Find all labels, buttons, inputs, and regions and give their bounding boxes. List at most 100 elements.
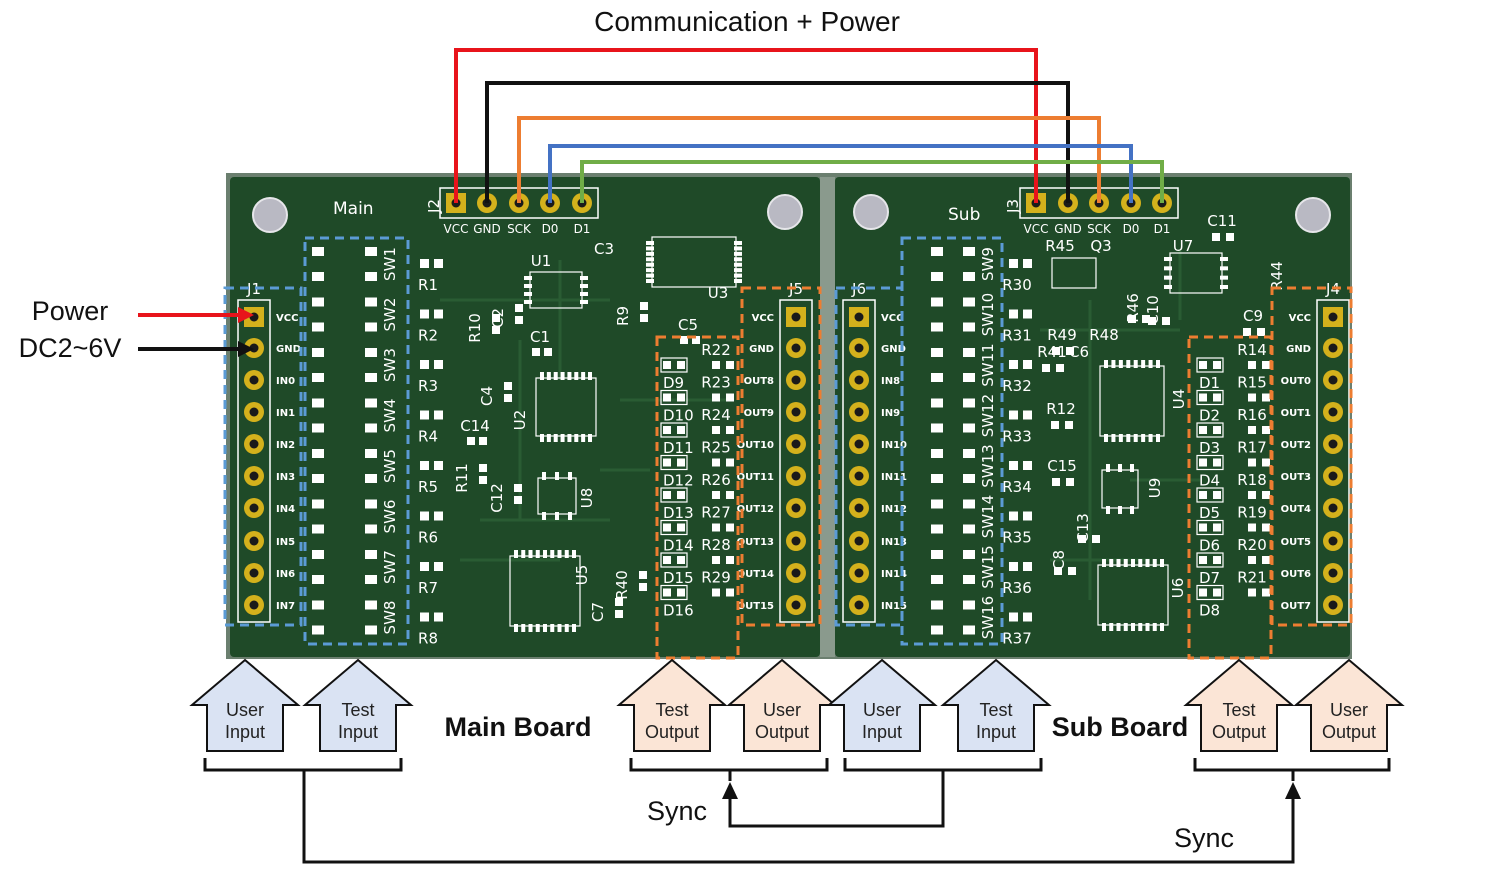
sub-part-pad [1212, 233, 1220, 241]
sub-ledres-pad [1262, 589, 1270, 597]
sub-switch-pad [931, 500, 943, 509]
j4-pad-hole [1329, 537, 1338, 546]
main-switch-pad [365, 373, 377, 382]
j6-pad-hole [855, 376, 864, 385]
ic-u4-pin [1156, 434, 1160, 442]
j5-pad-hole [792, 504, 801, 513]
main-led-pad [677, 556, 685, 564]
ic-u8-pin [568, 472, 572, 480]
sub-switch-pad [963, 373, 975, 382]
ic-u5-pin [565, 550, 569, 558]
sub-led-pad [1213, 524, 1221, 532]
ic-u3-pin [734, 274, 742, 278]
j3-pin-label: GND [1054, 222, 1082, 236]
sub-switch-pad [963, 323, 975, 332]
ic-u6-pin [1109, 623, 1113, 631]
sub-switch-pad [931, 323, 943, 332]
sub-ledres-label: R20 [1237, 536, 1267, 554]
ic-u4-pin [1119, 434, 1123, 442]
j5-pad-hole [792, 569, 801, 578]
sub-part-label: C6 [1069, 343, 1089, 361]
ic-u5-pin [550, 550, 554, 558]
j4-pin-label: OUT7 [1281, 601, 1311, 612]
j6-pad-hole [855, 313, 864, 322]
ic-u4-pin [1119, 360, 1123, 368]
main-part-label: R40 [613, 570, 631, 600]
ic-u7-pin [1220, 257, 1228, 261]
main-switch-pad [312, 323, 324, 332]
j1-pad-hole [250, 472, 259, 481]
sub-switch-pad [963, 575, 975, 584]
sub-res-pad [1023, 310, 1032, 319]
ic-u4-pin [1141, 360, 1145, 368]
arrow-label-line1: User [863, 700, 901, 720]
j5-pad-hole [792, 408, 801, 417]
main-led-pad [677, 459, 685, 467]
sub-res-pad [1009, 411, 1018, 420]
sub-res-pad [1023, 562, 1032, 571]
j1-pin-label: IN0 [276, 376, 295, 387]
sub-part-pad [1128, 315, 1136, 323]
main-ledres-label: R26 [701, 471, 731, 489]
sub-ledres-pad [1248, 394, 1256, 402]
ic-u5-pin [558, 624, 562, 632]
sub-ledres-pad [1248, 459, 1256, 467]
j6-pin-label: VCC [881, 313, 903, 324]
j4-pin-label: OUT6 [1281, 569, 1311, 580]
main-switch-pad [365, 601, 377, 610]
ic-u6-pin [1102, 559, 1106, 567]
ic-u9-pin [1118, 506, 1122, 514]
ic-u9-pin [1106, 464, 1110, 472]
main-res-pad [434, 259, 443, 268]
main-led-pad [663, 426, 671, 434]
sub-part-pad [1068, 567, 1076, 575]
ic-u4-pin [1156, 360, 1160, 368]
j5-pad-hole [792, 344, 801, 353]
ic-u3-pin [646, 241, 654, 245]
sub-part-pad [1078, 535, 1086, 543]
ic-u3-pin [646, 246, 654, 250]
mounting-hole [768, 195, 802, 229]
sub-switch-pad [963, 626, 975, 635]
sub-led-pad [1213, 361, 1221, 369]
sync-label-inner: Sync [647, 796, 707, 826]
sub-led-pad [1199, 394, 1207, 402]
main-part-pad [544, 348, 552, 356]
main-part-label: C14 [460, 417, 490, 435]
main-part-pad [615, 610, 623, 618]
ic-u3-pin [734, 246, 742, 250]
sub-switch-pad [931, 474, 943, 483]
j3-pin-label: D0 [1123, 222, 1140, 236]
main-ledres-pad [726, 361, 734, 369]
sub-switch-pad [931, 373, 943, 382]
j5-pad-hole [792, 601, 801, 610]
main-res-label: R3 [418, 377, 438, 395]
sub-part-pad [1257, 328, 1265, 336]
sub-switch-pad [963, 399, 975, 408]
ic-u5-pin [514, 550, 518, 558]
main-switch-pad [365, 525, 377, 534]
sub-switch-pad [963, 348, 975, 357]
ic-u3-pin [646, 279, 654, 283]
main-switch-pad [312, 575, 324, 584]
j2-pin-label: GND [473, 222, 501, 236]
main-switch-pad [365, 272, 377, 281]
j6-pin-label: IN9 [881, 408, 900, 419]
sub-part-label: C9 [1243, 307, 1263, 325]
main-part-label: C12 [488, 483, 506, 513]
main-led-pad [663, 361, 671, 369]
sub-led-pad [1213, 589, 1221, 597]
j5-pin-label: VCC [752, 313, 774, 324]
ic-u2-pin [540, 434, 544, 442]
sub-ledres-label: R14 [1237, 341, 1267, 359]
main-part-label: U8 [578, 488, 596, 509]
j2-designator: J2 [425, 199, 443, 214]
main-led-pad [663, 491, 671, 499]
sub-switch-pad [931, 298, 943, 307]
ic-u3-pin [646, 263, 654, 267]
ic-u7-pin [1220, 266, 1228, 270]
main-switch-label: SW6 [381, 500, 399, 534]
ic-u4-pin [1104, 360, 1108, 368]
sub-part-label: Q3 [1090, 237, 1111, 255]
sub-led-pad [1213, 394, 1221, 402]
